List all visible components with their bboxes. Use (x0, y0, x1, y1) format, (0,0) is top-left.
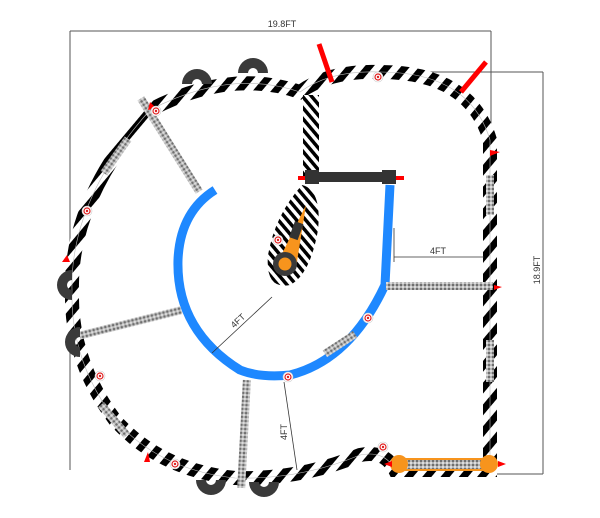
crossbar-tube (137, 96, 203, 194)
target-marker-icon (272, 234, 284, 246)
dimension-lane-right: 4FT (393, 228, 484, 262)
outer-wall (64, 64, 497, 486)
exit-tube (390, 455, 498, 473)
overall-height-label: 18.9FT (532, 255, 542, 284)
blower-unit (272, 205, 306, 276)
overall-width-label: 19.8FT (268, 19, 297, 29)
dimension-lane-bottom: 4FT (279, 381, 298, 471)
crossbar-tube (322, 330, 358, 358)
dimension-lane-inner: 4FT (211, 296, 273, 354)
connector-bar (298, 170, 404, 184)
tire-icon (57, 270, 72, 300)
tire-icon (237, 57, 268, 73)
crossbar-tube (386, 282, 493, 290)
crossbar-tube (98, 402, 130, 438)
crossbar-tube (78, 306, 183, 340)
lane-right-label: 4FT (430, 246, 447, 256)
tire-icon (65, 327, 80, 357)
crossbar-tube (486, 175, 494, 215)
tire-icon (182, 69, 212, 84)
lane-bottom-label: 4FT (279, 424, 289, 441)
tire-icon (196, 480, 226, 495)
dimension-overall-height: 18.9FT (378, 71, 544, 475)
crossbar-tube (486, 340, 494, 382)
anchor-stake (316, 43, 335, 83)
crossbar-tube (100, 136, 132, 176)
crossbar-tube (237, 379, 251, 489)
lane-inner-label: 4FT (229, 311, 248, 330)
tires (57, 57, 279, 497)
anchor-stake (459, 60, 488, 94)
tire-icon (249, 482, 279, 497)
crossbars (78, 96, 494, 489)
